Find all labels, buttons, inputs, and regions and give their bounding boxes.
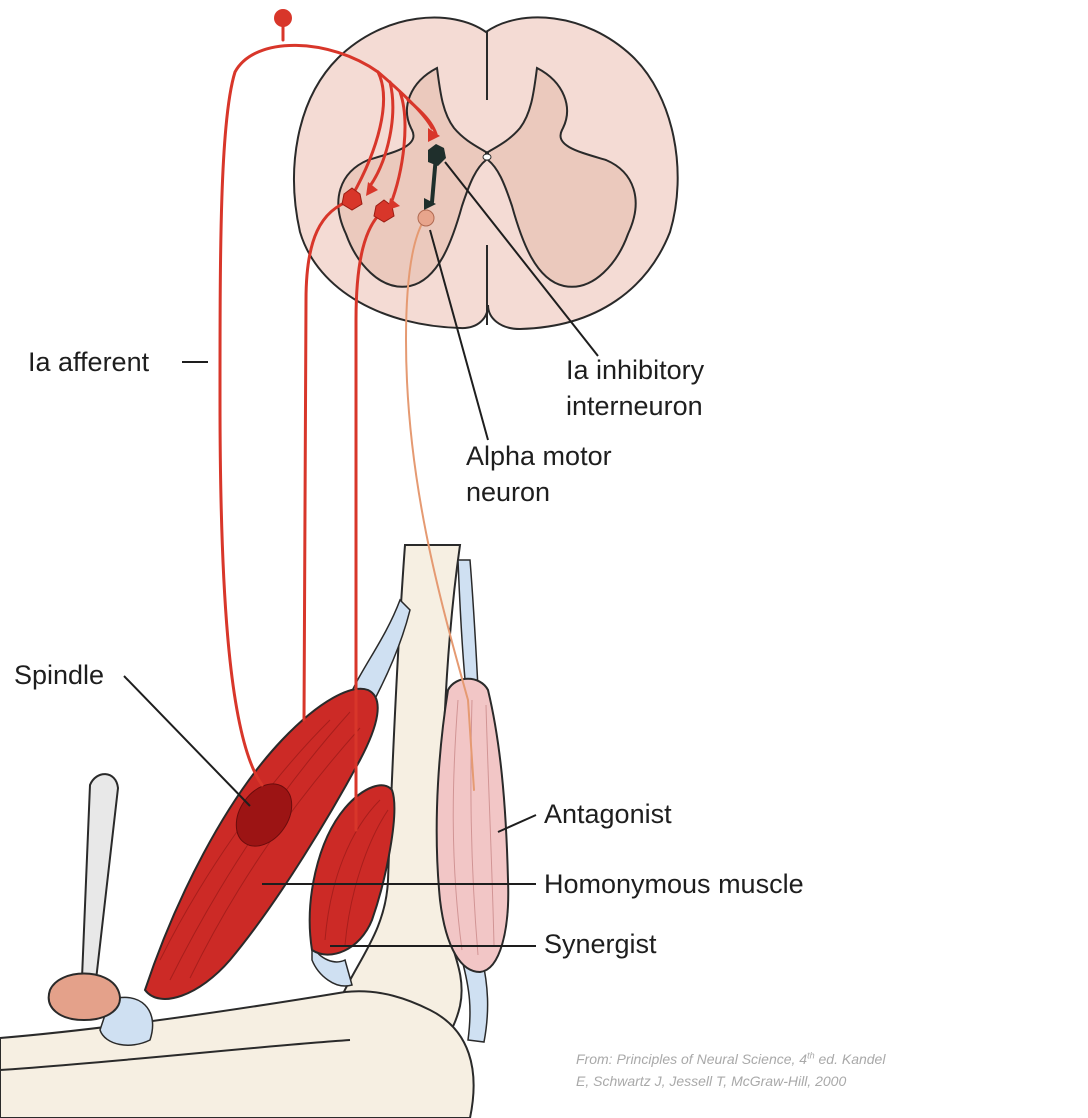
ia-inhibitory-interneuron-soma <box>428 144 446 166</box>
credit-line1-sup: th <box>807 1050 815 1061</box>
afferent-branch-4 <box>406 98 438 136</box>
hammer-handle <box>80 773 120 982</box>
leader-alpha-motor <box>429 229 489 441</box>
credit-line-1: From: Principles of Neural Science, 4th … <box>576 1048 885 1070</box>
spinal-cord <box>293 16 679 331</box>
tendon-upper-left <box>347 598 411 714</box>
afferent-branch-1 <box>350 70 385 198</box>
leader-ia-inhibitory <box>444 161 599 357</box>
leader-antagonist <box>497 814 537 833</box>
antagonist-fibers <box>452 699 495 956</box>
tendon-upper-right <box>457 559 479 691</box>
synapse-terminal-1 <box>366 182 378 196</box>
credit-line1-post: ed. Kandel <box>814 1051 886 1067</box>
afferent-cell-body <box>274 9 292 27</box>
nerve-fibers <box>218 16 475 832</box>
synapse-terminal-2 <box>388 198 400 210</box>
leader-lines <box>123 161 599 947</box>
reflex-hammer <box>47 773 121 1022</box>
muscle-fibers <box>159 711 389 981</box>
credit-line1-text: From: Principles of Neural Science, 4 <box>576 1051 808 1067</box>
muscles <box>143 677 510 1000</box>
label-alpha-motor-line2: neuron <box>466 477 551 507</box>
label-spindle: Spindle <box>14 660 105 690</box>
motor-axon-homonymous <box>302 198 354 722</box>
label-antagonist: Antagonist <box>544 799 672 829</box>
credit-line-2: E, Schwartz J, Jessell T, McGraw-Hill, 2… <box>576 1073 847 1089</box>
label-ia-inhibitory-line1: Ia inhibitory <box>566 355 705 385</box>
inhibitory-terminal <box>424 198 436 210</box>
motor-axon-antagonist <box>404 219 475 791</box>
afferent-branch-3 <box>388 90 407 208</box>
grey-matter-left <box>337 66 487 288</box>
alpha-motor-neuron-antagonist <box>417 209 435 227</box>
source-credit: From: Principles of Neural Science, 4th … <box>576 1048 885 1092</box>
afferent-branch-2 <box>368 80 395 188</box>
label-homonymous-muscle: Homonymous muscle <box>544 869 804 899</box>
leader-spindle <box>123 675 251 807</box>
label-alpha-motor-line1: Alpha motor <box>466 441 612 471</box>
label-ia-inhibitory-line2: interneuron <box>566 391 703 421</box>
tendon-antagonist <box>461 957 489 1043</box>
alpha-motor-neuron-homonymous <box>341 187 363 211</box>
tendon-synergist <box>311 944 353 987</box>
label-synergist: Synergist <box>544 929 657 959</box>
grey-matter-right <box>487 66 637 288</box>
neuron-bodies <box>274 9 446 227</box>
central-canal <box>482 153 492 161</box>
label-ia-afferent: Ia afferent <box>28 347 150 377</box>
hammer-head <box>47 972 121 1022</box>
synapse-terminal-3 <box>428 128 440 142</box>
synergist-muscle <box>308 784 396 956</box>
forearm-line <box>0 1039 351 1071</box>
antagonist-muscle <box>435 677 510 974</box>
